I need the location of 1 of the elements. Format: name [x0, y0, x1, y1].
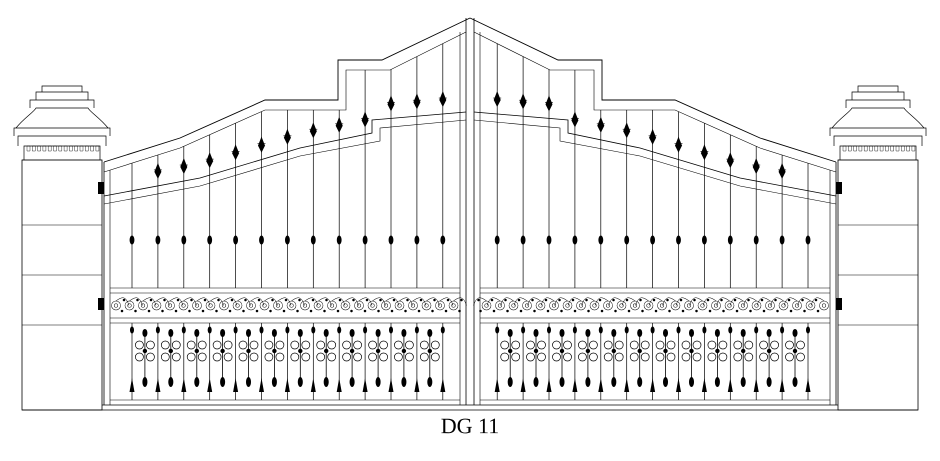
caption: DG 11 [441, 418, 498, 434]
